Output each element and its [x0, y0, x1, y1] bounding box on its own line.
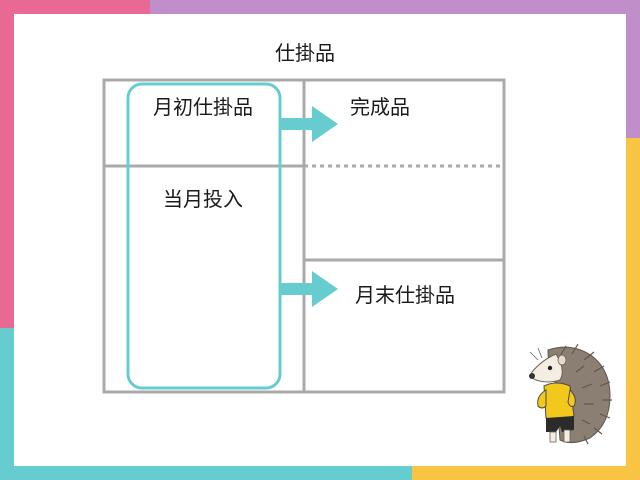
debit-total-highlight — [126, 82, 282, 390]
frame-strip-yellow — [626, 138, 640, 480]
hedgehog-mascot-icon — [529, 343, 612, 445]
frame-strip-pink — [0, 0, 150, 14]
arrow-to-finished-goods — [280, 106, 338, 142]
frame-strip-yellow — [412, 466, 640, 480]
frame-strip-pink — [0, 0, 14, 328]
label-current-input: 当月投入 — [163, 187, 243, 211]
t-account-table — [102, 78, 506, 394]
frame-strip-purple — [150, 0, 640, 14]
label-ending-wip: 月末仕掛品 — [355, 283, 455, 307]
frame-strip-purple — [626, 0, 640, 138]
label-finished-goods: 完成品 — [350, 95, 410, 119]
frame-strip-teal — [0, 466, 412, 480]
label-opening-wip: 月初仕掛品 — [153, 95, 253, 119]
diagram-title: 仕掛品 — [275, 41, 335, 65]
frame-strip-teal — [0, 328, 14, 480]
arrow-to-ending-wip — [280, 271, 338, 307]
